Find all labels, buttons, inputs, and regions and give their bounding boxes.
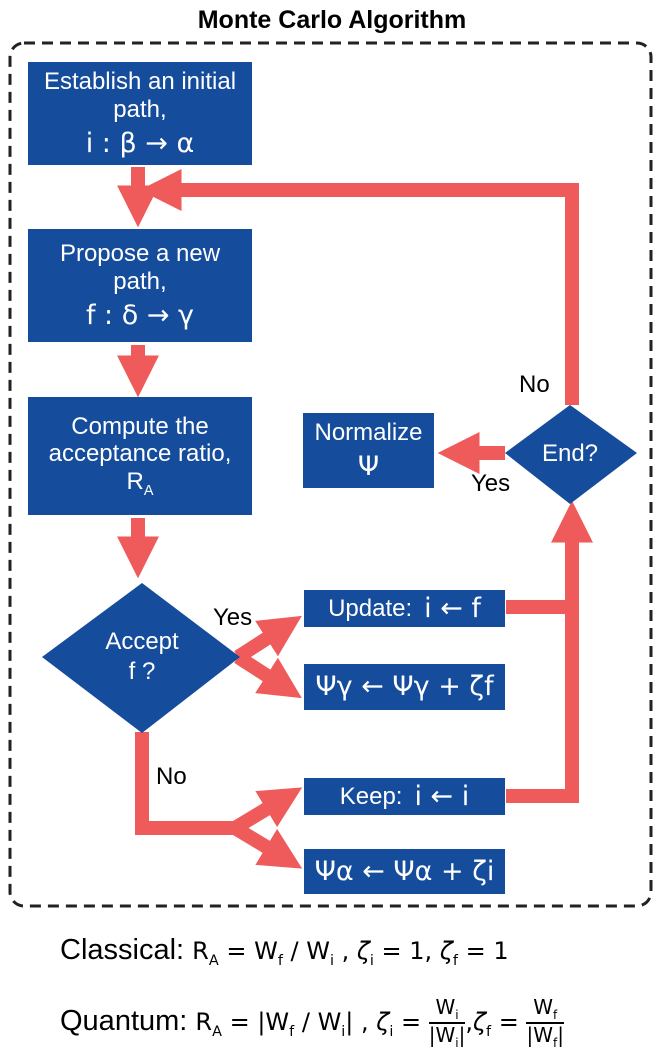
end-diamond-text: End?	[541, 440, 599, 467]
update-label: Update:	[328, 594, 413, 622]
psi-gamma-box: Ψγ ← Ψγ + ζf	[304, 664, 505, 710]
quantum-expr: RA = |Wf / Wi| , ζi = Wi|Wi|,ζf = Wf|Wf|	[195, 995, 564, 1051]
classical-formula: Classical: RA = Wf / Wi , ζi = 1, ζf = 1	[60, 934, 509, 969]
keep-box: Keep: i ← i	[304, 778, 505, 815]
arrow-loop-no	[139, 169, 579, 405]
keep-label: Keep:	[339, 782, 403, 810]
propose-math: f : δ → γ	[85, 299, 195, 331]
yes-end-label: Yes	[471, 470, 511, 497]
accept-line2: f ?	[128, 658, 156, 685]
keep-math: i ← i	[414, 780, 470, 812]
no-end-label: No	[519, 371, 550, 398]
psi-alpha-math: Ψα ← Ψα + ζi	[314, 855, 495, 887]
no-accept-label: No	[156, 763, 187, 790]
propose-line1: Propose a new	[59, 240, 221, 268]
accept-line1: Accept	[105, 628, 179, 655]
end-diamond	[505, 405, 637, 504]
compute-line1: Compute the	[71, 412, 209, 440]
normalize-box: Normalize Ψ	[303, 413, 434, 488]
arrow-accept-no	[135, 732, 235, 835]
quantum-formula: Quantum: RA = |Wf / Wi| , ζi = Wi|Wi|,ζf…	[60, 996, 564, 1050]
arrow-to-keep	[231, 787, 303, 834]
zeta-i-fraction: Wi|Wi|	[428, 995, 466, 1051]
diagram-title: Monte Carlo Algorithm	[197, 6, 467, 34]
psi-gamma-math: Ψγ ← Ψγ + ζf	[315, 671, 494, 703]
yes-accept-label: Yes	[213, 604, 253, 631]
classical-expr: RA = Wf / Wi , ζi = 1, ζf = 1	[192, 937, 509, 969]
arrow-keep-to-merge	[506, 500, 593, 803]
update-box: Update: i ← f	[304, 590, 505, 627]
propose-line2: path,	[113, 267, 167, 295]
compute-line2: acceptance ratio,	[48, 440, 232, 468]
psi-alpha-box: Ψα ← Ψα + ζi	[304, 849, 505, 894]
normalize-math: Ψ	[357, 450, 380, 482]
update-math: i ← f	[424, 592, 481, 624]
dashed-frame	[8, 41, 653, 908]
propose-path-box: Propose a new path, f : δ → γ	[28, 229, 252, 342]
arrow-accept-to-psi-gamma	[234, 651, 302, 699]
establish-line2: path,	[113, 95, 167, 123]
compute-math: RA	[126, 467, 154, 499]
arrow-to-psi-alpha	[231, 822, 303, 869]
quantum-name: Quantum:	[60, 1005, 188, 1038]
accept-diamond	[42, 583, 240, 733]
arrow-accept-to-update	[234, 615, 302, 663]
accept-diamond-text: Accept f ?	[82, 627, 202, 687]
zeta-f-fraction: Wf|Wf|	[526, 995, 564, 1051]
establish-math: i : β → α	[85, 127, 195, 159]
classical-name: Classical:	[60, 934, 185, 966]
establish-line1: Establish an initial	[43, 68, 237, 96]
establish-path-box: Establish an initial path, i : β → α	[28, 62, 252, 165]
compute-ratio-box: Compute the acceptance ratio, RA	[28, 397, 252, 515]
normalize-line1: Normalize	[314, 419, 423, 447]
